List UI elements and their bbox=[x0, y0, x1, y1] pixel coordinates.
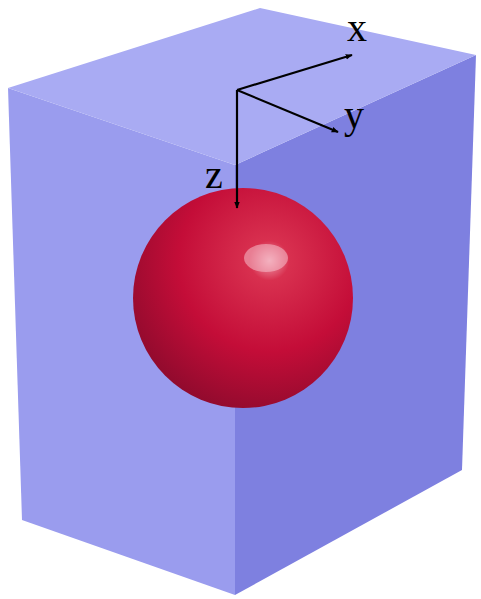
axis-label: y bbox=[344, 95, 364, 135]
axis-label: z bbox=[205, 155, 223, 195]
x-axis bbox=[237, 55, 352, 90]
axis-label: x bbox=[347, 8, 367, 48]
top-face bbox=[8, 8, 476, 165]
z-axis bbox=[236, 90, 238, 208]
axes bbox=[237, 55, 352, 208]
sphere bbox=[133, 188, 353, 408]
y-axis bbox=[237, 90, 338, 132]
sphere-highlight bbox=[244, 244, 288, 272]
